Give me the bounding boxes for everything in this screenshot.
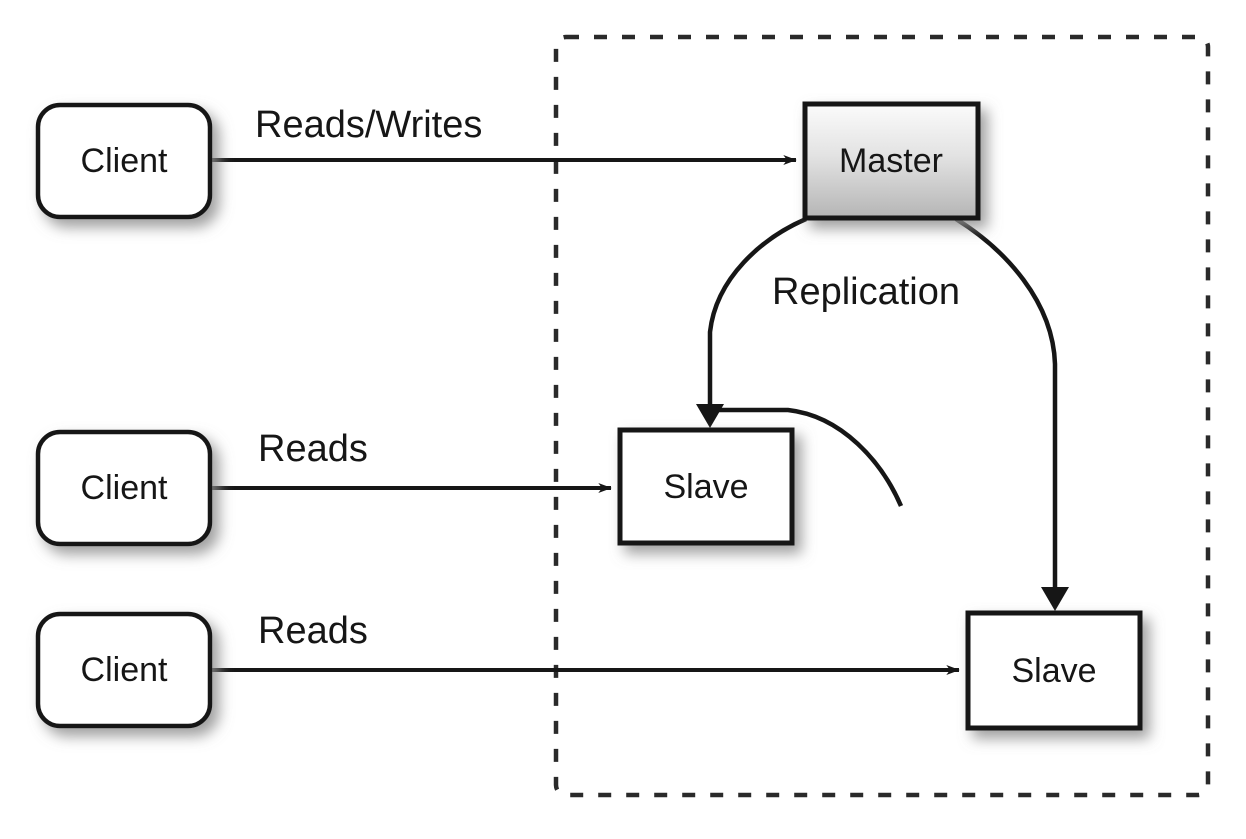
arrow-head-down <box>696 404 724 428</box>
node-shape <box>35 611 213 729</box>
node-client-3[interactable]: Client <box>35 611 213 729</box>
node-label: Client <box>81 651 168 689</box>
node-shape <box>802 101 981 221</box>
edge-label-replication: Replication <box>772 271 960 313</box>
node-shape <box>617 427 795 546</box>
edge-path-visible <box>954 217 1058 596</box>
datastore-boundary <box>553 34 1211 798</box>
arrow-head-down <box>1041 587 1069 611</box>
edge-path <box>710 407 904 507</box>
node-shape <box>965 610 1143 731</box>
node-label: Master <box>839 142 943 180</box>
edge-master-to-slave2 <box>954 217 1069 611</box>
node-slave-2[interactable]: Slave <box>965 610 1143 731</box>
node-master[interactable]: Master <box>802 101 981 221</box>
edge-master-to-slave1 <box>696 216 904 507</box>
node-label: Slave <box>1011 652 1096 690</box>
edge-label-reads-2: Reads <box>258 610 368 652</box>
node-shape <box>35 102 213 220</box>
node-label: Client <box>81 469 168 507</box>
node-client-2[interactable]: Client <box>35 429 213 547</box>
node-slave-1[interactable]: Slave <box>617 427 795 546</box>
edge-path-visible <box>707 216 807 412</box>
edge-label-reads-writes: Reads/Writes <box>255 104 482 146</box>
node-label: Slave <box>663 468 748 506</box>
node-label: Client <box>81 142 168 180</box>
edge-label-reads-1: Reads <box>258 428 368 470</box>
node-client-1[interactable]: Client <box>35 102 213 220</box>
node-shape <box>35 429 213 547</box>
